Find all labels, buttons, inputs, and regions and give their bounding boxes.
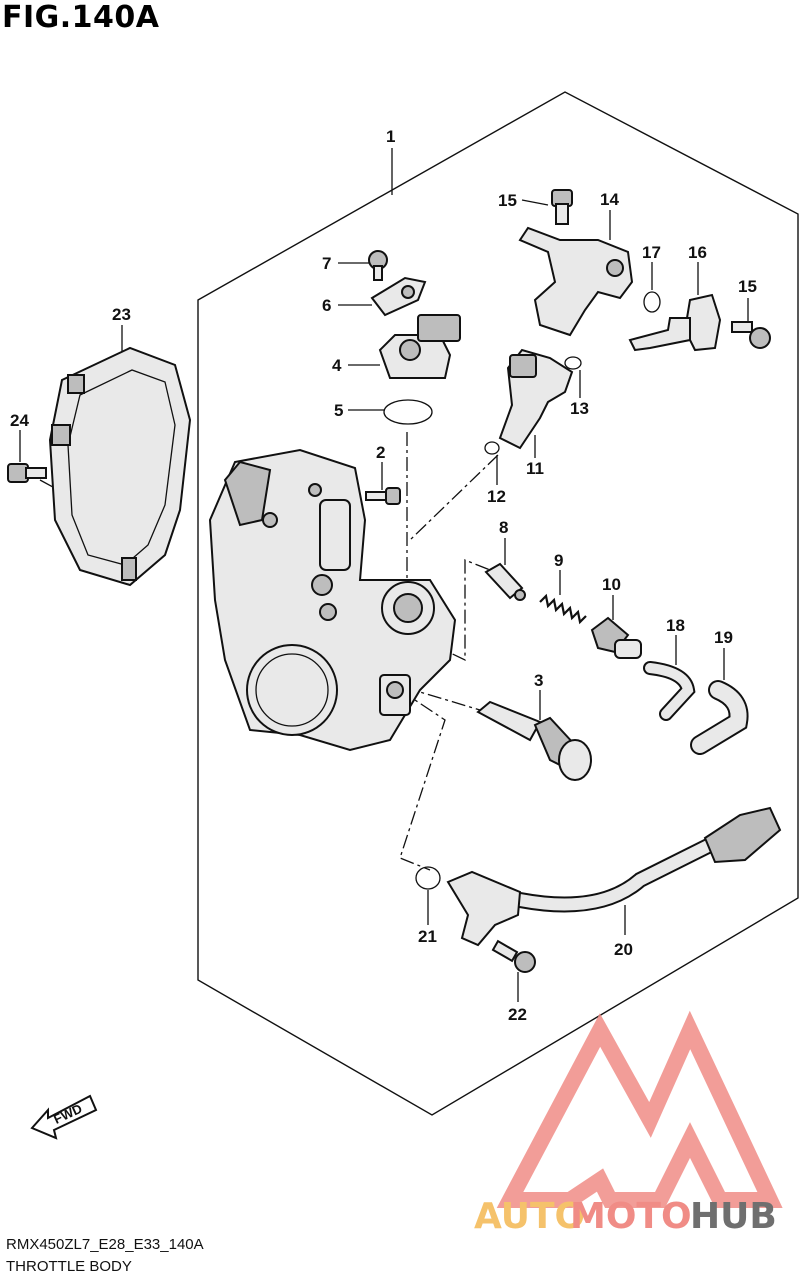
part-20-sensor-harness xyxy=(446,806,782,947)
part-1-throttle-body xyxy=(208,448,457,752)
leader-15a xyxy=(521,199,549,206)
assembly-frame xyxy=(197,91,799,1116)
part-22-bolt xyxy=(491,939,536,973)
assembly-line-fuel-injector xyxy=(409,454,499,541)
callout-8: 8 xyxy=(499,518,508,537)
assembly-line-sensor-20 xyxy=(399,689,446,871)
callout-14: 14 xyxy=(600,190,619,209)
part-24-bolt xyxy=(7,463,47,483)
part-23-cover xyxy=(48,346,192,587)
part-4-sensor xyxy=(378,314,461,379)
watermark-logo-icon xyxy=(496,1010,783,1208)
part-5-oring xyxy=(383,399,433,425)
callout-3: 3 xyxy=(534,671,543,690)
part-21-oring xyxy=(415,866,441,890)
model-code: RMX450ZL7_E28_E33_140A xyxy=(6,1236,204,1253)
watermark-word-moto: MOTO xyxy=(570,1196,692,1237)
part-16-fitting xyxy=(628,293,722,352)
callout-23: 23 xyxy=(112,305,131,324)
callout-6: 6 xyxy=(322,296,331,315)
part-6-bracket xyxy=(370,276,427,317)
part-15-bolt-right xyxy=(731,321,771,349)
callout-5: 5 xyxy=(334,401,343,420)
callout-15-right: 15 xyxy=(738,277,757,296)
part-14-bracket xyxy=(518,226,634,337)
part-11-fuel-injector xyxy=(498,348,574,450)
callout-17: 17 xyxy=(642,243,661,262)
part-7-screw xyxy=(368,250,388,281)
callout-16: 16 xyxy=(688,243,707,262)
part-12-oring xyxy=(484,441,500,455)
watermark-word-hub: HUB xyxy=(690,1196,777,1237)
assembly-line-sensor-3 xyxy=(379,679,481,711)
watermark-text: AUTO MOTO HUB xyxy=(474,1196,777,1237)
callout-10: 10 xyxy=(602,575,621,594)
callout-11: 11 xyxy=(526,459,544,478)
callout-24: 24 xyxy=(10,411,29,430)
callout-21: 21 xyxy=(418,927,437,946)
callout-20: 20 xyxy=(614,940,633,959)
callout-22: 22 xyxy=(508,1005,527,1024)
callout-13: 13 xyxy=(570,399,589,418)
part-13-oring xyxy=(564,356,582,370)
callout-19: 19 xyxy=(714,628,733,647)
callout-2: 2 xyxy=(376,443,385,462)
part-3-sensor xyxy=(476,700,592,781)
section-title: THROTTLE BODY xyxy=(6,1258,132,1275)
callout-12: 12 xyxy=(487,487,506,506)
fwd-arrow-icon: FWD xyxy=(30,1094,98,1140)
part-8-plunger xyxy=(484,562,526,601)
part-17-oring xyxy=(643,291,661,313)
callout-9: 9 xyxy=(554,551,563,570)
watermark-word-auto: AUTO xyxy=(474,1196,585,1237)
figure-title: FIG.140A xyxy=(2,0,160,35)
part-19-elbow-inner xyxy=(692,682,747,753)
part-18-hose-inner xyxy=(645,663,694,719)
part-2-screw xyxy=(365,487,401,505)
part-10-valve-cap xyxy=(590,616,642,659)
callout-4: 4 xyxy=(332,356,342,375)
callout-7: 7 xyxy=(322,254,331,273)
part-9-spring xyxy=(539,593,587,625)
callout-15-upper: 15 xyxy=(498,191,517,210)
part-15-bolt-upper xyxy=(551,189,573,225)
callout-18: 18 xyxy=(666,616,685,635)
callout-1: 1 xyxy=(386,127,395,146)
